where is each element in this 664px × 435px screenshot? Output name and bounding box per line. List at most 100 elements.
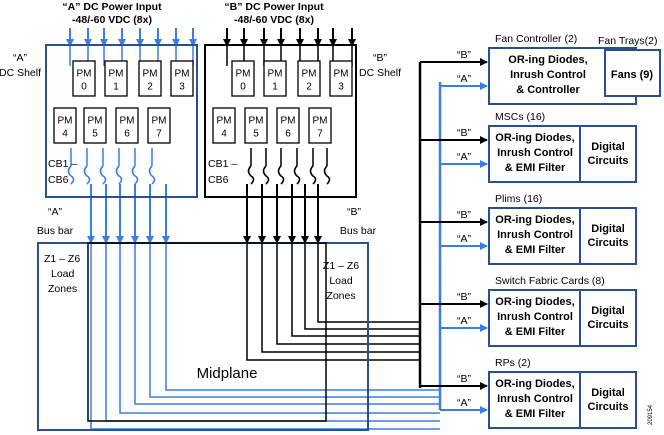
b-pm-top-0-number: 0 <box>240 82 246 93</box>
a-pm-bottom-3-number: 7 <box>156 129 162 140</box>
b-pm-top-2-label: PM <box>302 69 317 80</box>
card-title-3: Switch Fabric Cards (8) <box>495 275 605 287</box>
b-bus-bar-label-2: Bus bar <box>340 225 377 237</box>
b-feed-label-4: “B” <box>457 373 472 385</box>
b-pm-bottom-1: PM5 <box>244 107 268 144</box>
b-breaker-label-1: CB1 – <box>208 158 237 170</box>
a-pm-bottom-0-box <box>53 107 77 144</box>
a-pm-top-0-number: 0 <box>81 82 87 93</box>
figure-id: 209154 <box>648 404 654 425</box>
a-power-input-title: “A” DC Power Input <box>62 1 162 13</box>
b-pm-bottom-2: PM6 <box>276 107 300 144</box>
a-pm-bottom-1: PM5 <box>83 107 107 144</box>
b-pm-top-1-number: 1 <box>272 82 278 93</box>
b-pm-bottom-1-label: PM <box>249 116 264 127</box>
b-midplane-run-0 <box>246 243 420 361</box>
a-breaker-label-1: CB1 – <box>48 158 77 170</box>
a-pm-bottom-1-label: PM <box>88 116 103 127</box>
a-pm-bottom-2-number: 6 <box>124 129 130 140</box>
a-pm-top-2-number: 2 <box>147 82 153 93</box>
a-power-input-voltage: -48/-60 VDC (8x) <box>72 14 152 26</box>
a-feed-label-4: “A” <box>457 397 472 409</box>
b-load-zone-box <box>87 242 327 422</box>
a-breaker-label-2: CB6 <box>48 174 69 186</box>
b-feed-label-2: “B” <box>457 209 472 221</box>
a-pm-bottom-3-label: PM <box>152 116 167 127</box>
b-pm-top-2-box <box>297 60 321 97</box>
b-load-zone-label-3: Zones <box>326 290 355 302</box>
a-pm-top-3-number: 3 <box>179 82 185 93</box>
card-line-0-1: OR-ing Diodes, <box>495 132 574 144</box>
card-box-2 <box>488 207 637 265</box>
card-line-1-1: Inrush Control <box>497 147 573 159</box>
a-pm-top-1-number: 1 <box>113 82 119 93</box>
a-midplane-run-4 <box>149 243 440 398</box>
b-power-input-voltage: -48/-60 VDC (8x) <box>234 14 314 26</box>
a-pm-top-0: PM 0 <box>72 60 96 97</box>
b-bus-bar-label-1: “B” <box>347 206 362 218</box>
a-pm-bottom-1-box <box>83 107 107 144</box>
fans-box <box>604 49 661 97</box>
a-feed-label-2: “A” <box>457 233 472 245</box>
card-title-1: MSCs (16) <box>495 111 545 123</box>
b-feed-label-0: “B” <box>457 49 472 61</box>
b-midplane-run-3 <box>291 243 420 337</box>
b-pm-bottom-3-label: PM <box>313 116 328 127</box>
card-digital-1-2: Digital <box>591 223 625 235</box>
card-title-4: RPs (2) <box>495 357 531 369</box>
b-breaker-3 <box>293 165 301 185</box>
card-line-0-0: OR-ing Diodes, <box>508 54 587 66</box>
card-line-1-4: Inrush Control <box>497 393 573 405</box>
card-digital-2-2: Circuits <box>588 237 629 249</box>
b-pm-bottom-0-number: 4 <box>221 129 227 140</box>
b-pm-bottom-2-number: 6 <box>285 129 291 140</box>
a-bus-bar-label-1: “A” <box>48 206 63 218</box>
a-pm-top-3-box <box>170 60 194 97</box>
b-pm-top-1: PM 1 <box>263 60 287 97</box>
a-midplane-run-2 <box>119 243 440 414</box>
card-line-0-2: OR-ing Diodes, <box>495 214 574 226</box>
b-pm-top-1-label: PM <box>268 69 283 80</box>
b-breaker-label-2: CB6 <box>208 174 229 186</box>
a-load-zone-label-3: Zones <box>48 283 77 295</box>
a-pm-bottom-2-box <box>115 107 139 144</box>
a-load-zone-label-2: Load <box>51 268 75 280</box>
a-pm-top-1-box <box>104 60 128 97</box>
fan-trays-title: Fan Trays(2) <box>598 35 658 47</box>
a-pm-top-3-label: PM <box>175 69 190 80</box>
a-load-zone-label-1: Z1 – Z6 <box>44 253 80 265</box>
b-breaker-1 <box>262 165 270 185</box>
b-pm-top-3-label: PM <box>334 69 349 80</box>
a-breaker-2 <box>99 165 107 185</box>
card-title-2: Plims (16) <box>495 193 542 205</box>
a-pm-top-3: PM 3 <box>170 60 194 97</box>
a-pm-top-2: PM2 <box>138 60 162 97</box>
card-box-3 <box>488 289 637 347</box>
a-breaker-0 <box>67 165 75 185</box>
b-midplane-run-5 <box>317 243 420 323</box>
a-feed-label-3: “A” <box>457 315 472 327</box>
a-pm-top-1-label: PM <box>109 69 124 80</box>
a-pm-top-0-label: PM <box>77 69 92 80</box>
b-shelf-label-1: “B” <box>373 52 388 64</box>
b-breaker-2 <box>277 165 285 185</box>
b-feed-label-3: “B” <box>457 291 472 303</box>
card-digital-1-1: Digital <box>591 141 625 153</box>
power-modules-layer: PM0PM1PM2PM3PM4PM5PM6PM7PM0PM1PM2PM3PM4P… <box>53 60 353 144</box>
b-midplane-run-2 <box>276 243 420 345</box>
b-pm-bottom-3: PM7 <box>308 107 332 144</box>
a-midplane-run-1 <box>105 243 440 422</box>
a-shelf-label-1: “A” <box>13 52 28 64</box>
card-line-2-1: & EMI Filter <box>505 162 566 174</box>
b-pm-top-3-number: 3 <box>338 82 344 93</box>
b-breaker-5 <box>323 165 331 185</box>
a-breaker-5 <box>148 165 156 185</box>
card-title-0: Fan Controller (2) <box>495 33 577 45</box>
b-pm-bottom-0-label: PM <box>217 116 232 127</box>
a-feed-label-1: “A” <box>457 151 472 163</box>
card-box-4 <box>488 371 637 429</box>
